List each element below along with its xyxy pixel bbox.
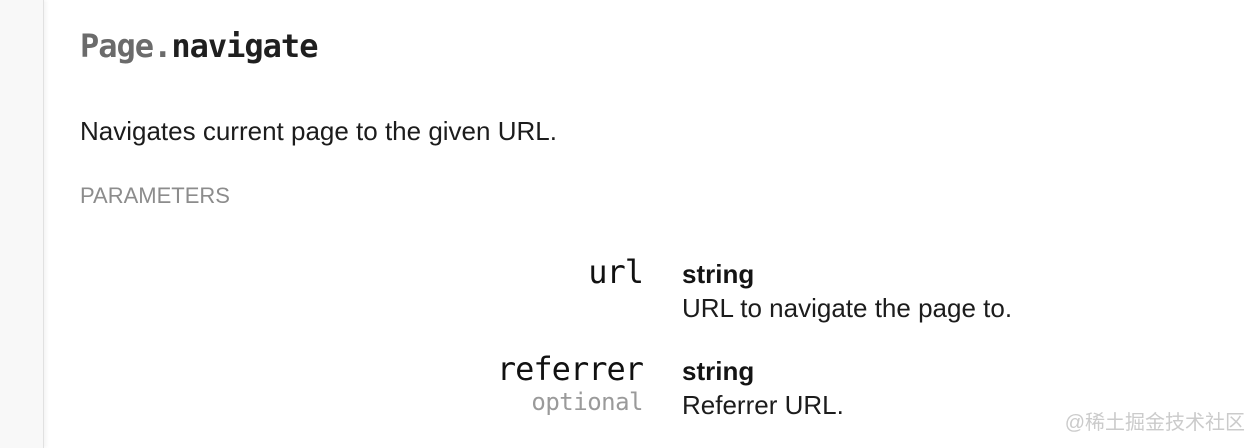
param-type: string: [682, 356, 755, 386]
method-title: Page.navigate: [80, 26, 1252, 66]
param-row-url-info-cell: string URL to navigate the page to.: [682, 254, 1252, 325]
param-description: URL to navigate the page to.: [682, 293, 1013, 323]
left-panel-edge: [0, 0, 44, 448]
param-name: url: [588, 253, 644, 291]
param-description: Referrer URL.: [682, 390, 844, 420]
parameters-table: url string URL to navigate the page to. …: [80, 254, 1252, 422]
method-domain: Page.: [80, 27, 172, 65]
param-name: referrer: [496, 350, 644, 388]
param-row-referrer-name-cell: referrer optional: [80, 350, 644, 422]
param-optional-flag: optional: [531, 388, 643, 416]
method-doc-panel: Page.navigate Navigates current page to …: [46, 0, 1252, 422]
param-row-referrer-info-cell: string Referrer URL.: [682, 351, 1252, 422]
param-type: string: [682, 259, 755, 289]
method-description: Navigates current page to the given URL.: [80, 116, 557, 146]
param-row-url-name-cell: url: [80, 253, 644, 325]
method-name: navigate: [171, 27, 318, 65]
parameters-section-label: PARAMETERS: [80, 183, 230, 208]
watermark: @稀土掘金技术社区: [1064, 412, 1245, 434]
